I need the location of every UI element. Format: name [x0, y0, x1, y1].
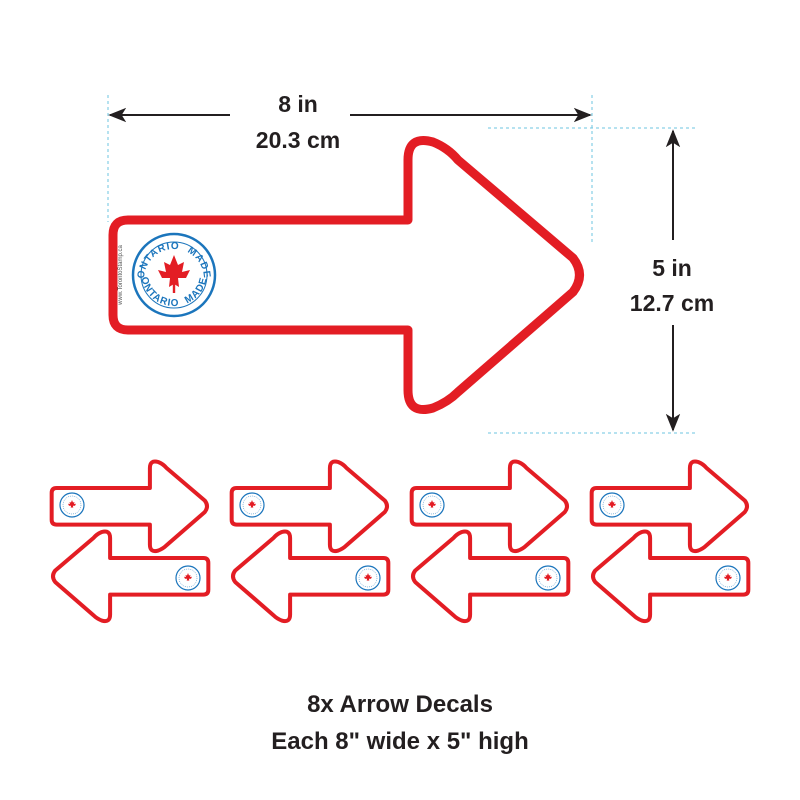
caption-title: 8x Arrow Decals: [307, 691, 493, 718]
mini-badge-icon: [535, 565, 561, 591]
mini-badge-icon: [59, 492, 85, 518]
width-imperial-label: 8 in: [278, 91, 318, 117]
ontario-made-badge: ONTARIO MADE ONTARIO MADE: [131, 232, 217, 318]
height-metric-label: 12.7 cm: [630, 290, 714, 316]
large-arrow-decal: www.TorontoStamp.ca ONTARIO MADE ONTARIO…: [113, 140, 580, 409]
mini-badge-icon: [419, 492, 445, 518]
height-dimension: 5 in 12.7 cm: [488, 127, 714, 434]
mini-badge-icon: [175, 565, 201, 591]
mini-badge-icon: [355, 565, 381, 591]
width-dimension: 8 in 20.3 cm: [107, 91, 593, 245]
decal-website-text: www.TorontoStamp.ca: [118, 244, 124, 305]
mini-badge-icon: [715, 565, 741, 591]
width-metric-label: 20.3 cm: [256, 127, 340, 153]
height-imperial-label: 5 in: [652, 255, 692, 281]
mini-badge-icon: [599, 492, 625, 518]
small-arrow-decals: [49, 459, 751, 624]
caption-subtitle: Each 8" wide x 5" high: [271, 728, 529, 755]
mini-badge-icon: [239, 492, 265, 518]
red-maple-leaf-icon: [158, 255, 190, 293]
